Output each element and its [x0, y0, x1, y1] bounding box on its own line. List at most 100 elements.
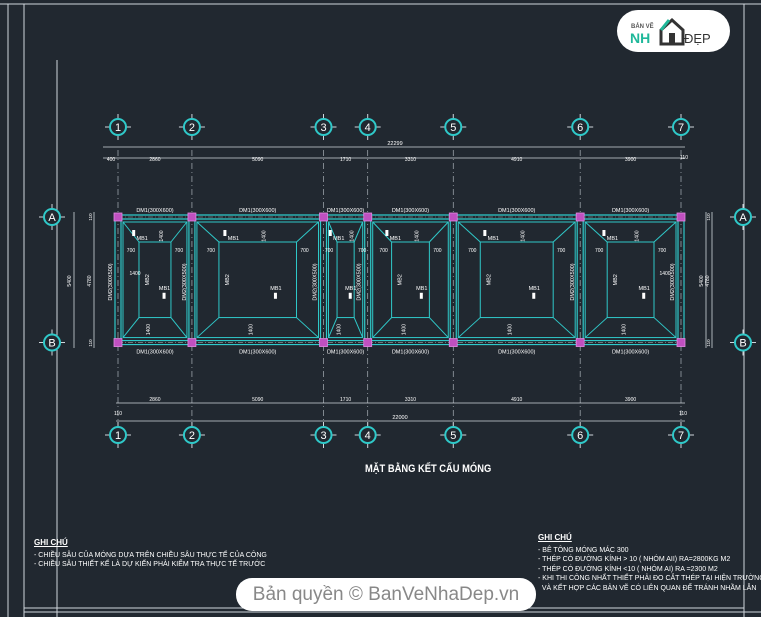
grid-axis-bubble [109, 118, 127, 136]
grid-axis-label: A [739, 212, 747, 224]
footing-outline [328, 221, 364, 339]
rebar-mark [602, 230, 606, 236]
dimension-label: 700 [207, 248, 216, 254]
footing-slope [122, 221, 140, 243]
rebar-mark [348, 292, 352, 299]
dimension-label: 1400 [249, 324, 255, 335]
column-pier [319, 338, 328, 347]
dimension-label: 1400 [521, 230, 527, 241]
grid-axis-bubble [43, 208, 61, 226]
slab-label: MB1 [228, 236, 239, 242]
slab-label: MB1 [607, 236, 618, 242]
grid-axis-label: 3 [320, 430, 326, 442]
beam-label-bottom: DM1(300X600) [392, 350, 429, 356]
beam-label-bottom: DM1(300X600) [136, 350, 173, 356]
dimension-label: 700 [300, 248, 309, 254]
dimension-span-bottom: 1710 [340, 397, 351, 403]
dimension-label: 700 [468, 248, 477, 254]
rebar-mark [532, 292, 536, 299]
footing-pit [479, 241, 554, 319]
column-pier [187, 338, 197, 347]
footing-outline [372, 221, 449, 339]
slab-label: MB2 [225, 274, 231, 285]
slab-label: MB1 [390, 236, 401, 242]
footing-slope [457, 317, 481, 338]
dimension-offset: 400 [107, 157, 116, 163]
rebar-mark [642, 292, 646, 299]
grid-axis-bubble [109, 426, 127, 444]
footing-slope [653, 221, 677, 243]
column-pier [113, 212, 123, 222]
footing-slope [653, 317, 677, 338]
slab-label: MB2 [613, 274, 619, 285]
dimension-span-top: 3900 [625, 157, 636, 163]
footing-slope [328, 221, 338, 243]
dimension-label: 700 [658, 248, 667, 254]
grid-axis-label: 1 [115, 430, 121, 442]
footing-slope [429, 221, 449, 243]
column-pier [113, 338, 123, 347]
column-pier [187, 212, 197, 222]
beam-label-bottom: DM1(300X600) [239, 350, 276, 356]
column-pier [575, 338, 585, 347]
beam-label-top: DM1(300X600) [498, 208, 535, 214]
rebar-mark [328, 230, 332, 236]
dimension-span-bottom: 5090 [252, 397, 263, 403]
column-pier [363, 212, 373, 222]
dimension-side-total: 5400 [67, 275, 73, 286]
beam-label-dm2: DM2(300X500) [570, 263, 576, 300]
beam-label-top: DM1(300X600) [392, 208, 429, 214]
dimension-label: 700 [127, 248, 136, 254]
footing-slope [457, 221, 481, 243]
beam-label-dm2: DM2(300X500) [313, 263, 319, 300]
grid-axis-bubble [571, 118, 590, 136]
beam-label-bottom: DM1(300X600) [327, 350, 364, 356]
logo-main-text: NH [630, 30, 651, 46]
grid-axis-label: B [48, 338, 55, 350]
dimension-label: 700 [379, 248, 388, 254]
dimension-span-bottom: 4910 [511, 397, 522, 403]
slab-label: MB1 [529, 286, 540, 292]
dimension-label: 1400 [659, 271, 670, 277]
dimension-label: 1400 [146, 324, 152, 335]
notes-left-heading: GHI CHÚ [34, 538, 68, 547]
slab-label: MB2 [145, 274, 151, 285]
rebar-mark [223, 230, 227, 236]
slab-label: MB2 [486, 274, 492, 285]
dimension-offset: 110 [114, 411, 122, 417]
grid-axis-label: 4 [365, 430, 371, 442]
rebar-mark [419, 292, 423, 299]
beam-label-top: DM1(300X600) [327, 208, 364, 214]
slab-label: MB1 [639, 286, 650, 292]
slab-label: MB1 [137, 236, 148, 242]
dimension-span-bottom: 2860 [149, 397, 160, 403]
dimension-span-top: 1710 [340, 157, 351, 163]
column-pier [363, 338, 373, 347]
dimension-label: 1400 [622, 324, 628, 335]
dimension-label: 1400 [262, 230, 268, 241]
dimension-span-top: 2860 [149, 157, 160, 163]
footing-slope [584, 317, 608, 338]
column-pier [448, 338, 458, 347]
footing-slope [372, 221, 392, 243]
logo-suffix-text: ĐẸP [684, 31, 711, 46]
grid-axis-bubble [314, 426, 333, 444]
beam-label-dm2: DM2(300X500) [670, 263, 676, 300]
column-pier [575, 212, 585, 222]
footing-slope [372, 317, 392, 338]
beam-label-bottom: DM1(300X600) [612, 350, 649, 356]
grid-axis-bubble [444, 426, 463, 444]
dimension-span-top: 5090 [252, 157, 263, 163]
dimension-span-top: 4910 [511, 157, 522, 163]
dimension-label: 1400 [508, 324, 514, 335]
rebar-mark [132, 230, 136, 236]
grid-axis-bubble [182, 118, 201, 136]
grid-axis-label: 2 [189, 122, 195, 134]
footing-pit [218, 241, 298, 319]
note-item: - THÉP CÓ ĐƯỜNG KÍNH <10 ( NHÓM AI) RA =… [538, 565, 718, 573]
footing-slope [170, 221, 188, 243]
footing-slope [429, 317, 449, 338]
dimension-label: 1400 [414, 230, 420, 241]
rebar-mark [483, 230, 487, 236]
grid-axis-label: A [48, 212, 56, 224]
